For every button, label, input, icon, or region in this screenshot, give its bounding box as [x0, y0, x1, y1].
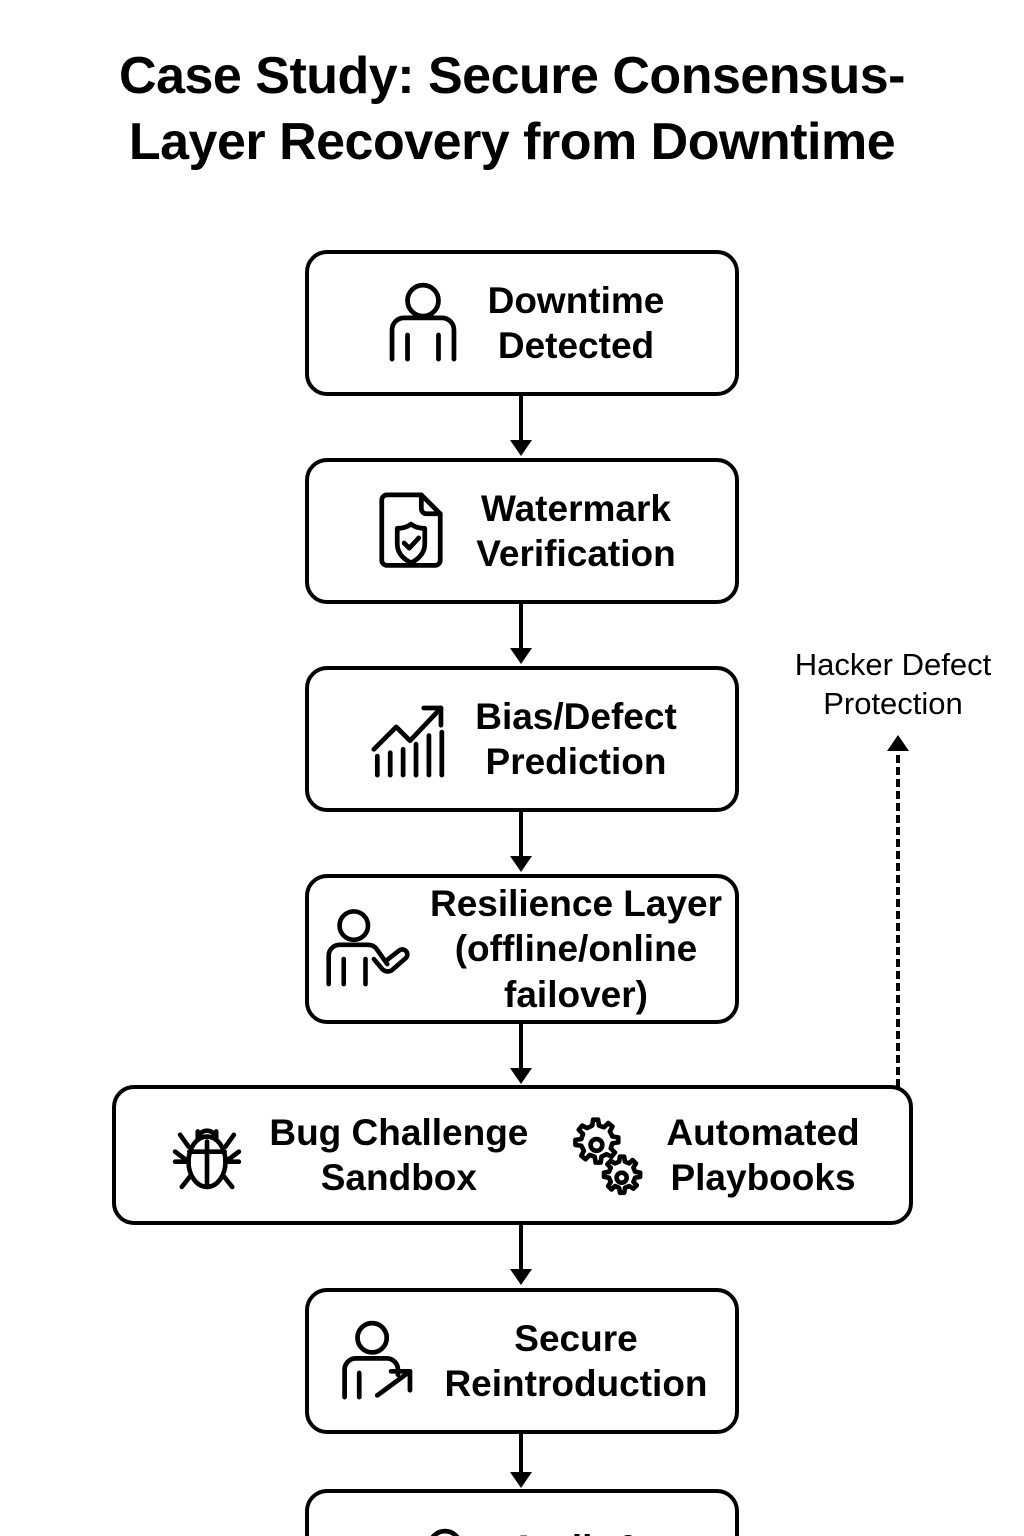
dashed-connector-hacker-defect-protection	[896, 755, 900, 1087]
document-shield-check-icon	[368, 488, 454, 574]
connector-resilience-to-sandbox	[519, 1024, 523, 1068]
node-label: Downtime Detected	[487, 279, 665, 367]
connector-downtime-to-watermark	[519, 396, 523, 442]
node-watermark-verification[interactable]: Watermark Verification	[305, 458, 739, 604]
gears-icon	[562, 1113, 646, 1197]
node-automated-playbooks[interactable]: Automated Playbooks	[562, 1110, 860, 1201]
connector-reintroduction-to-audit	[519, 1434, 523, 1476]
connector-arrowhead	[510, 440, 532, 456]
node-bias-defect-prediction[interactable]: Bias/Defect Prediction	[305, 666, 739, 812]
connector-watermark-to-prediction	[519, 604, 523, 650]
person-presenting-icon	[322, 903, 414, 995]
node-secure-reintroduction[interactable]: Secure Reintroduction	[305, 1288, 739, 1434]
node-downtime-detected[interactable]: Downtime Detected	[305, 250, 739, 396]
node-bug-challenge-sandbox[interactable]: Bug Challenge Sandbox	[165, 1110, 528, 1201]
node-label: Watermark Verification	[476, 487, 676, 575]
node-label: Secure Reintroduction	[444, 1317, 708, 1405]
connector-arrowhead	[510, 1269, 532, 1285]
node-label: Audit &	[510, 1526, 642, 1536]
connector-arrowhead	[510, 648, 532, 664]
node-label: Bug Challenge Sandbox	[269, 1111, 529, 1199]
node-audit[interactable]: Audit &	[305, 1489, 739, 1536]
node-sandbox-and-playbooks[interactable]: Bug Challenge Sandbox Automated Playbook…	[112, 1085, 913, 1225]
node-label: Resilience Layer (offline/online failove…	[429, 882, 723, 1015]
node-label: Automated Playbooks	[666, 1111, 860, 1199]
person-icon	[402, 1526, 488, 1536]
page-title: Case Study: Secure Consensus- Layer Reco…	[119, 47, 905, 171]
person-icon	[380, 280, 466, 366]
dashed-connector-arrowhead	[887, 735, 909, 751]
connector-prediction-to-resilience	[519, 812, 523, 858]
node-resilience-layer[interactable]: Resilience Layer (offline/online failove…	[305, 874, 739, 1024]
node-label: Bias/Defect Prediction	[475, 695, 677, 783]
bug-icon	[165, 1113, 249, 1197]
person-arrow-out-icon	[336, 1318, 422, 1404]
connector-arrowhead	[510, 1068, 532, 1084]
connector-sandbox-to-reintroduction	[519, 1225, 523, 1271]
annotation-hacker-defect-protection: Hacker Defect Protection	[794, 647, 992, 722]
connector-arrowhead	[510, 1472, 532, 1488]
connector-arrowhead	[510, 856, 532, 872]
trending-bar-chart-icon	[367, 696, 453, 782]
